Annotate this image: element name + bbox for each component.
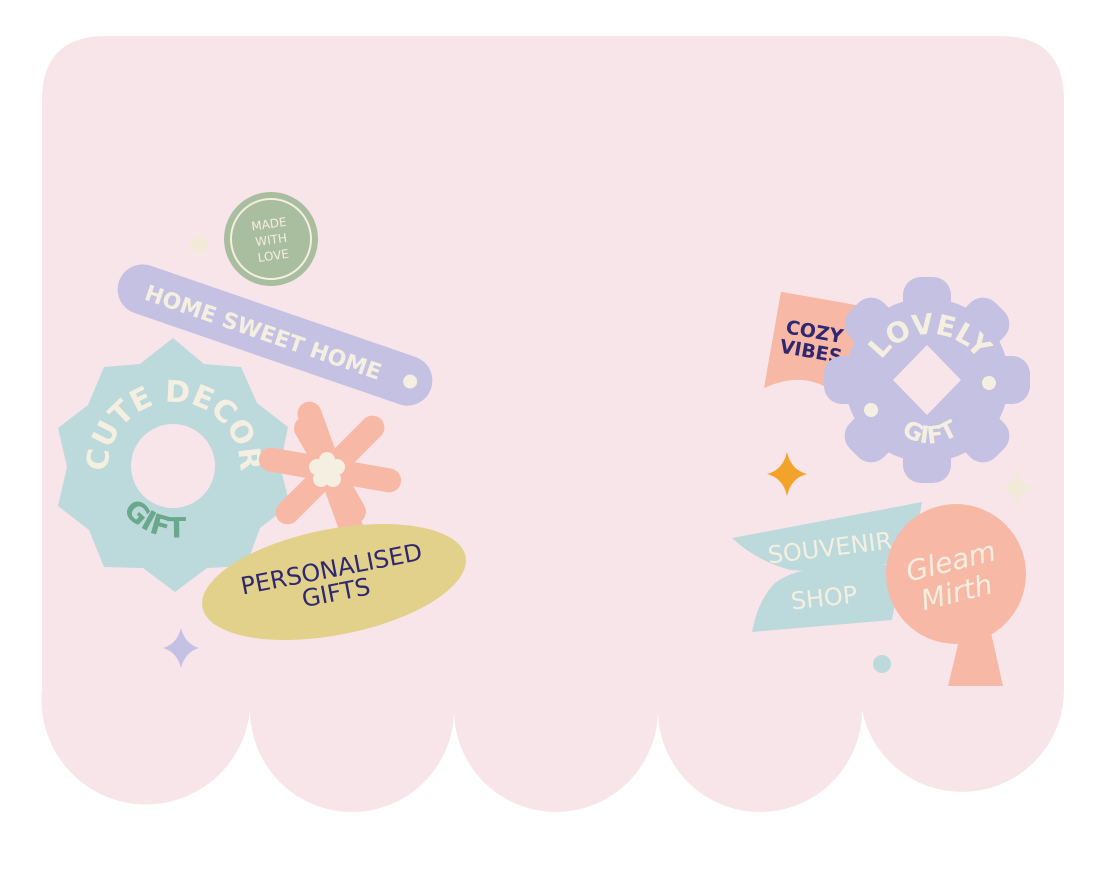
- souvenir-shop-sticker: SOUVENIR SHOP: [732, 502, 922, 632]
- lovely-gift-sticker: LOVELY GIFT: [824, 277, 1030, 483]
- with-label: WITH: [254, 231, 287, 249]
- sparkle-icon: [1000, 470, 1034, 506]
- cute-decor-sticker: CUTE DECOR GIFT: [58, 338, 290, 592]
- sparkle-icon: [767, 452, 807, 496]
- flower-icon: [309, 452, 345, 487]
- shop-label: SHOP: [789, 581, 858, 616]
- love-label: LOVE: [257, 247, 290, 265]
- made-label: MADE: [250, 215, 287, 234]
- mint-dot: [873, 655, 891, 673]
- personalised-gifts-sticker: PERSONALISED GIFTS: [202, 524, 466, 640]
- gleam-mirth-sticker: Gleam Mirth: [886, 504, 1026, 686]
- cream-dot: [190, 236, 208, 254]
- made-with-love-sticker: MADE WITH LOVE: [224, 192, 318, 286]
- flower-burst-sticker: [258, 401, 402, 539]
- sparkle-icon: [163, 628, 199, 668]
